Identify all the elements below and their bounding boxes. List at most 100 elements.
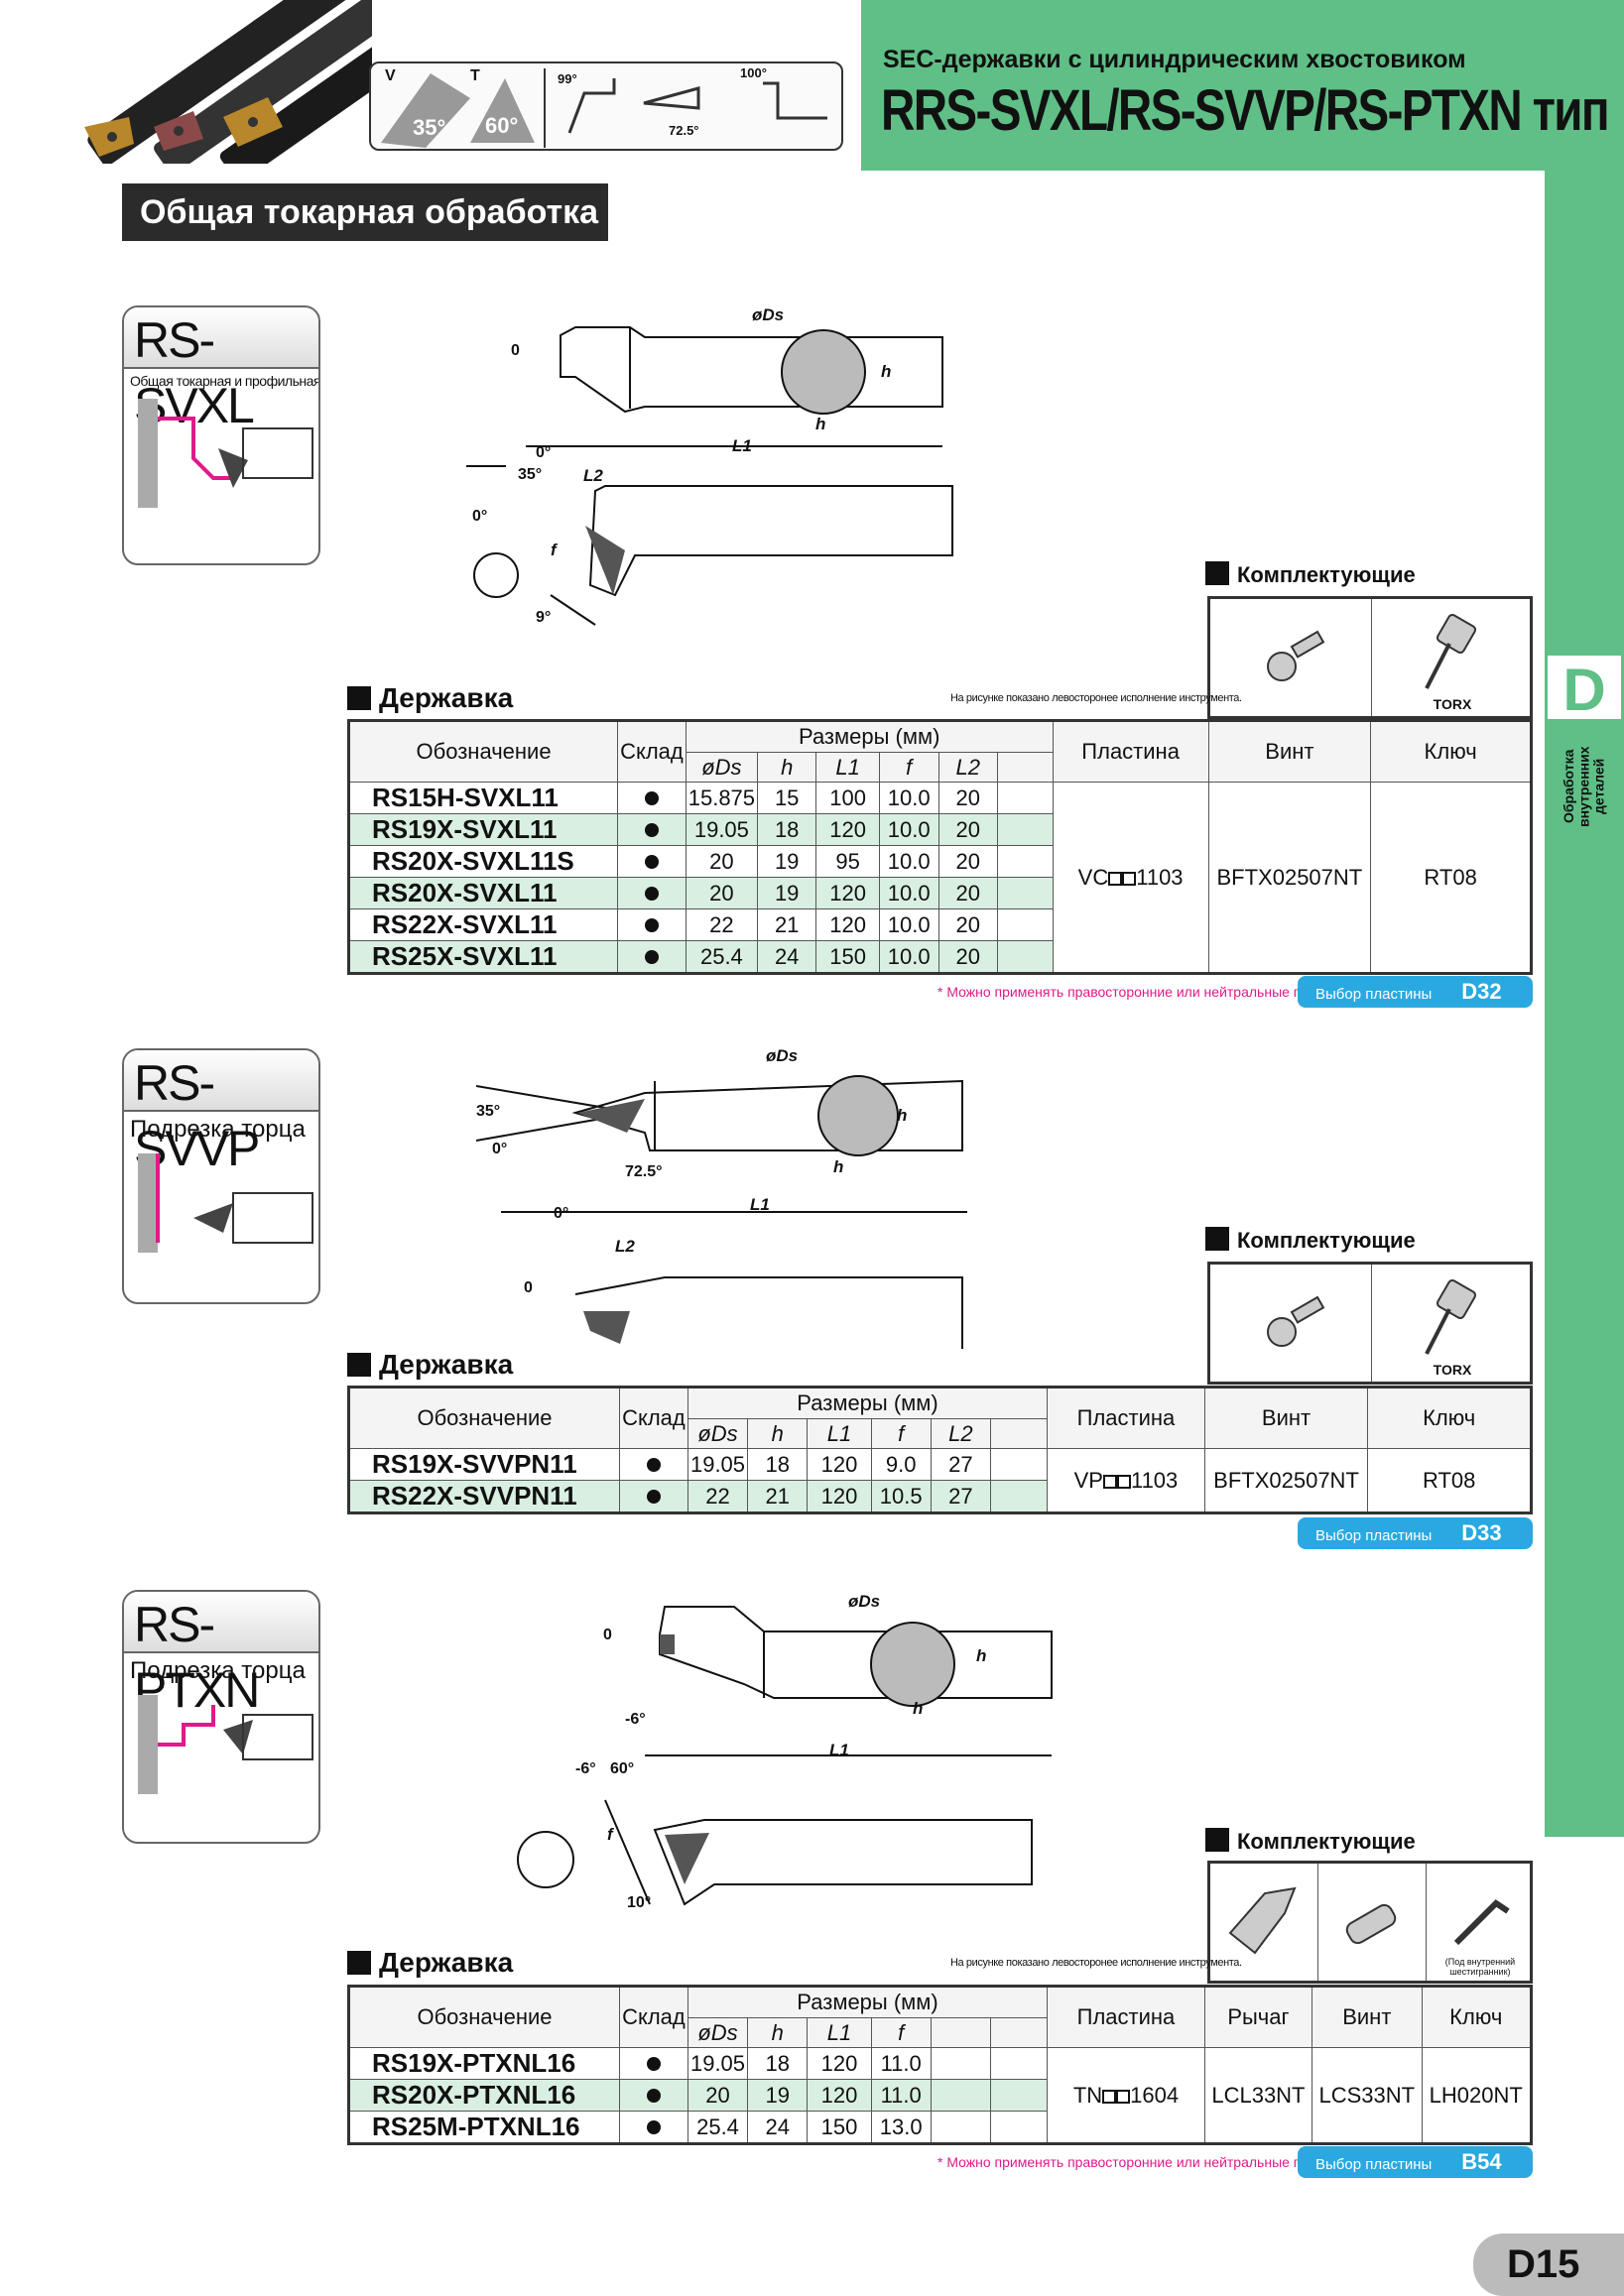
- operation-sketch: [138, 1153, 313, 1253]
- page-number: D15: [1473, 2234, 1624, 2296]
- col-key: Ключ: [1370, 720, 1532, 783]
- holder-label: Державка: [347, 682, 513, 714]
- ptxn-drawing: [517, 1606, 1053, 1906]
- angle-9: 9°: [536, 609, 552, 626]
- screw-code: BFTX02507NT: [1207, 782, 1372, 974]
- svxl-drawing: [466, 326, 953, 626]
- holder-label: Державка: [347, 1947, 513, 1979]
- dim-l1: L1: [732, 436, 752, 455]
- key-note: (Под внутренний шестигранник): [1444, 1957, 1516, 1977]
- screw-icon: [1267, 1295, 1325, 1347]
- components-box: TORX: [1207, 596, 1533, 719]
- dim-f: f: [551, 541, 557, 559]
- dim-l2: L2: [583, 466, 603, 485]
- dim-l1: L1: [750, 1195, 770, 1214]
- col-dims: Размеры (мм): [687, 1986, 1049, 2018]
- key-code: RT08: [1370, 782, 1532, 974]
- col-h: h: [747, 2017, 809, 2048]
- insert-angle-box: V 35° T 60° 99° 72.5° 100°: [369, 61, 843, 151]
- type-label: Общая токарная и профильная обработка: [130, 373, 320, 389]
- col-insert: Пластина: [1052, 720, 1209, 783]
- header-band: [861, 0, 1624, 171]
- lever-image: [1210, 1864, 1318, 1981]
- header-title: RRS-SVXL/RS-SVVP/RS-PTXN тип: [881, 78, 1610, 143]
- ptxn-table: Обозначение Склад Размеры (мм) Пластина …: [347, 1985, 1533, 2145]
- angle-72-5: 72.5°: [625, 1163, 663, 1180]
- col-screw: Винт: [1203, 1387, 1369, 1449]
- angle-0b: 0°: [554, 1205, 569, 1222]
- col-ds: øDs: [685, 752, 759, 783]
- angle-0deg: 0°: [536, 444, 552, 461]
- insert-note: * Можно применять правосторонние или ней…: [937, 2154, 1360, 2170]
- col-dims: Размеры (мм): [687, 1387, 1049, 1419]
- col-screw: Винт: [1207, 720, 1372, 783]
- hex-key-icon: [1453, 1899, 1510, 1946]
- col-f: f: [870, 2017, 932, 2048]
- dim-ds: øDs: [752, 305, 785, 324]
- col-f: f: [870, 1418, 932, 1449]
- torx-key-icon: [1425, 1278, 1477, 1355]
- angle-zero: 0: [511, 342, 520, 359]
- angle-icons: [381, 68, 827, 148]
- holder-label: Державка: [347, 1349, 513, 1381]
- dim-h2: h: [833, 1157, 844, 1176]
- dim-f: f: [607, 1825, 613, 1844]
- angle-0deg-b: 0°: [472, 508, 488, 525]
- type-name: RS-SVXL: [124, 307, 318, 433]
- col-designation: Обозначение: [347, 720, 619, 783]
- side-text: Обработка внутренних деталей: [1548, 732, 1621, 841]
- col-designation: Обозначение: [348, 1387, 620, 1449]
- svvp-drawing: [476, 1075, 967, 1349]
- angle-35: 35°: [518, 466, 543, 483]
- drawing-note: На рисунке показано левосторонее исполне…: [950, 692, 1242, 704]
- col-h: h: [757, 752, 817, 783]
- screw-image: [1318, 1864, 1427, 1981]
- col-screw: Винт: [1312, 1986, 1423, 2048]
- col-stock: Склад: [618, 1387, 688, 1449]
- pill-ref: D32: [1461, 979, 1502, 1004]
- col-insert: Пластина: [1047, 1387, 1205, 1449]
- angle-72-5: 72.5°: [669, 123, 699, 138]
- dim-h: h: [881, 362, 892, 381]
- header-subtitle: SEC-державки с цилиндрическим хвостовико…: [883, 46, 1466, 73]
- col-l1: L1: [815, 752, 880, 783]
- col-insert: Пластина: [1047, 1986, 1205, 2048]
- key-code: LH020NT: [1421, 2047, 1532, 2144]
- dim-zero: 0: [524, 1279, 533, 1296]
- col-lever: Рычаг: [1203, 1986, 1313, 2048]
- col-ds: øDs: [687, 1418, 749, 1449]
- components-label: Комплектующие: [1205, 1227, 1416, 1254]
- type-name: RS-PTXN: [124, 1592, 318, 1718]
- angle-neg6: -6°: [625, 1711, 646, 1728]
- type-panel-svvp: RS-SVVP Подрезка торца: [122, 1048, 320, 1304]
- col-h: h: [747, 1418, 809, 1449]
- operation-sketch: [138, 1695, 313, 1794]
- angle-99: 99°: [558, 71, 577, 86]
- torx-label: TORX: [1433, 696, 1472, 712]
- dim-zero: 0: [603, 1627, 612, 1643]
- type-label: Подрезка торца: [130, 1116, 306, 1143]
- svxl-table: Обозначение Склад Размеры (мм) Пластина …: [347, 719, 1533, 975]
- key-image: (Под внутренний шестигранник): [1427, 1864, 1534, 1981]
- screw-icon: [1267, 630, 1325, 681]
- insert-note: * Можно применять правосторонние или ней…: [937, 984, 1360, 1000]
- components-box: TORX: [1207, 1262, 1533, 1385]
- tool-holders-image: [84, 0, 372, 164]
- side-letter: D: [1545, 653, 1624, 723]
- components-label: Комплектующие: [1205, 561, 1416, 588]
- screw-icon: [1345, 1903, 1397, 1945]
- col-key: Ключ: [1367, 1387, 1532, 1449]
- col-blank: [996, 752, 1054, 783]
